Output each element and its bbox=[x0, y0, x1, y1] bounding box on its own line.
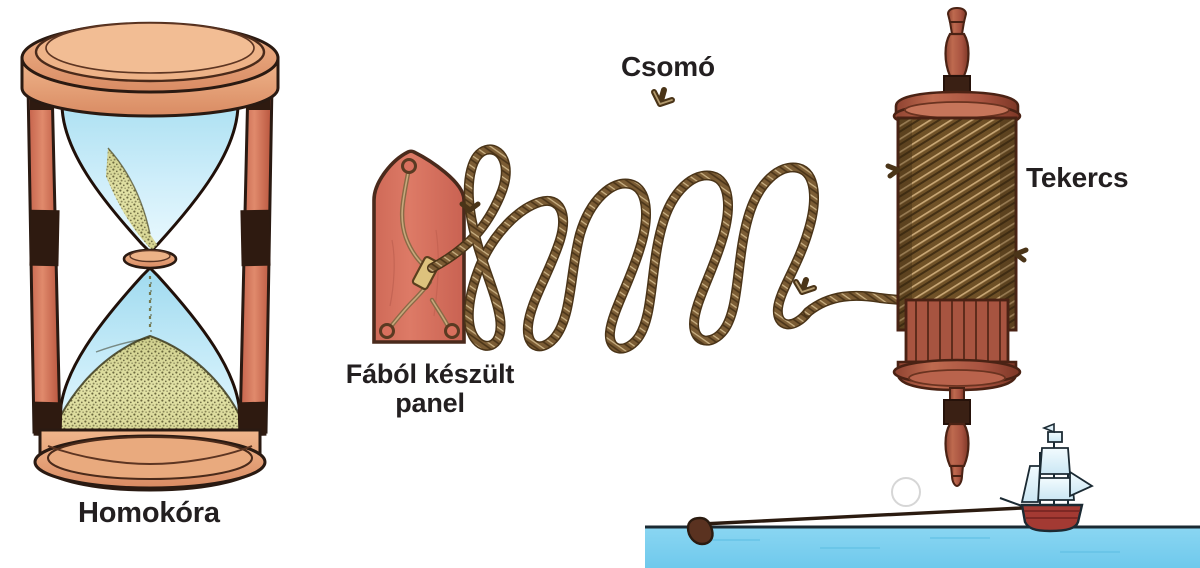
panel-eyelets bbox=[379, 158, 460, 339]
reel-slat-drum bbox=[904, 298, 1010, 364]
reel-rope-tails bbox=[885, 163, 1029, 263]
hourglass-sand-stream bbox=[148, 276, 152, 340]
hourglass-upper-sand bbox=[106, 147, 158, 250]
reel-figure bbox=[885, 6, 1029, 488]
wooden-panel-figure bbox=[372, 149, 466, 344]
log-line bbox=[701, 506, 1023, 526]
ship-figure bbox=[999, 422, 1094, 533]
hourglass-base bbox=[33, 428, 267, 492]
rope-knot-marker-left bbox=[459, 201, 481, 213]
hourglass-top-bulb bbox=[60, 94, 240, 255]
hourglass-figure bbox=[20, 21, 280, 492]
ship-sails bbox=[1020, 431, 1094, 503]
hourglass-top-cap bbox=[20, 21, 280, 118]
bubble-decoration bbox=[891, 477, 921, 507]
label-reel: Tekercs bbox=[1026, 162, 1129, 193]
water-body bbox=[645, 527, 1200, 568]
ship-bowsprit bbox=[999, 497, 1023, 507]
ship-pennant bbox=[1041, 422, 1055, 434]
rope-coil bbox=[427, 144, 909, 354]
reel-bottom-finial bbox=[943, 387, 971, 488]
hourglass-lower-sand bbox=[60, 334, 240, 448]
towed-log-line bbox=[686, 506, 1023, 546]
hourglass-neck bbox=[122, 248, 178, 270]
reel-rope-body bbox=[896, 116, 1018, 332]
wooden-panel-body bbox=[372, 149, 466, 344]
rope-knot-marker-right bbox=[793, 277, 817, 295]
hourglass-post-left bbox=[26, 82, 63, 437]
label-wooden-panel: Fából készült panel bbox=[345, 359, 515, 419]
reel-bottom-flange bbox=[892, 358, 1022, 392]
water-figure bbox=[645, 477, 1200, 568]
label-hourglass: Homokóra bbox=[78, 497, 220, 529]
hourglass-post-right bbox=[237, 82, 274, 437]
rope-knot-marker-top bbox=[651, 87, 675, 107]
drogue-panel-in-water bbox=[686, 516, 714, 546]
label-knot: Csomó bbox=[621, 51, 715, 82]
